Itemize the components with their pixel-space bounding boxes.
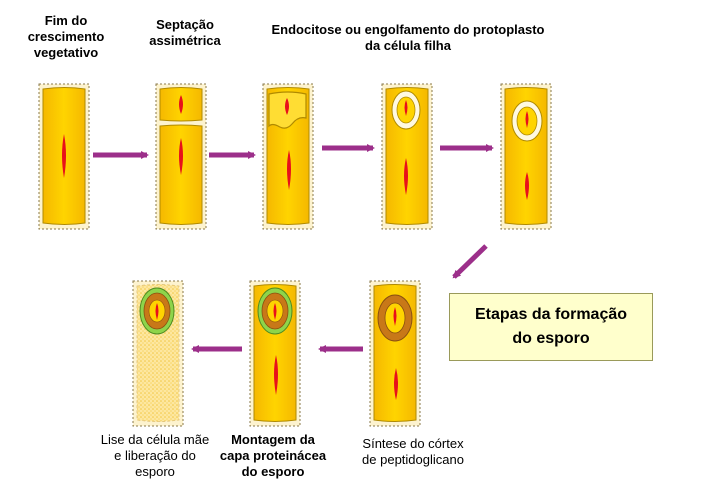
nucleus-icon: [155, 303, 159, 320]
stage-5-cell: [500, 83, 552, 230]
stage-8-cell: [132, 280, 184, 427]
nucleus-icon: [393, 307, 397, 326]
stage-label-line: assimétrica: [149, 33, 221, 48]
stage-label-line: e liberação do: [114, 448, 196, 463]
stage-label-line: capa proteinácea: [219, 448, 327, 463]
stage-label-line: Síntese do córtex: [362, 436, 464, 451]
stage-label-line: da célula filha: [365, 38, 451, 53]
stage-3-cell: [262, 83, 314, 230]
stage-label: Montagem da capa proteinácea do esporo: [203, 432, 343, 480]
stage-label-line: Septação: [156, 17, 214, 32]
stage-4-cell: [381, 83, 433, 230]
nucleus-icon: [525, 111, 529, 128]
stage-label-line: Endocitose ou engolfamento do protoplast…: [271, 22, 545, 37]
stage-label: Lise da célula mãe e liberação do esporo: [80, 432, 230, 480]
nucleus-icon: [274, 355, 278, 395]
nucleus-icon: [394, 368, 398, 400]
stage-label-line: Montagem da: [231, 432, 315, 447]
arrow-icon: [452, 244, 488, 279]
stage-1-cell: [38, 83, 90, 230]
title-box: Etapas da formação do esporo: [449, 293, 653, 361]
stage-6-cell: [369, 280, 421, 427]
stage-label: Septação assimétrica: [130, 17, 240, 49]
stage-label-line: esporo: [135, 464, 175, 479]
stage-label-line: crescimento: [27, 29, 105, 44]
stage-label: Fim do crescimento vegetativo: [6, 13, 126, 61]
title-line: Etapas da formação: [474, 306, 628, 323]
title-line: do esporo: [512, 330, 590, 347]
nucleus-icon: [179, 138, 183, 175]
nucleus-icon: [285, 98, 289, 115]
nucleus-icon: [179, 95, 183, 114]
nucleus-icon: [404, 100, 408, 116]
nucleus-icon: [62, 134, 66, 178]
stage-7-cell: [249, 280, 301, 427]
stage-label-line: Lise da célula mãe: [100, 432, 210, 447]
nucleus-icon: [525, 172, 529, 200]
stage-2-cell: [155, 83, 207, 230]
nucleus-icon: [287, 150, 291, 190]
stage-label-line: Fim do: [44, 13, 88, 28]
stage-label-line: de peptidoglicano: [362, 452, 464, 467]
stage-label-line: do esporo: [241, 464, 305, 479]
nucleus-icon: [273, 303, 277, 320]
stage-label: Síntese do córtex de peptidoglicano: [343, 436, 483, 468]
nucleus-icon: [404, 158, 408, 195]
stage-label: Endocitose ou engolfamento do protoplast…: [238, 22, 578, 54]
stage-label-line: vegetativo: [33, 45, 99, 60]
